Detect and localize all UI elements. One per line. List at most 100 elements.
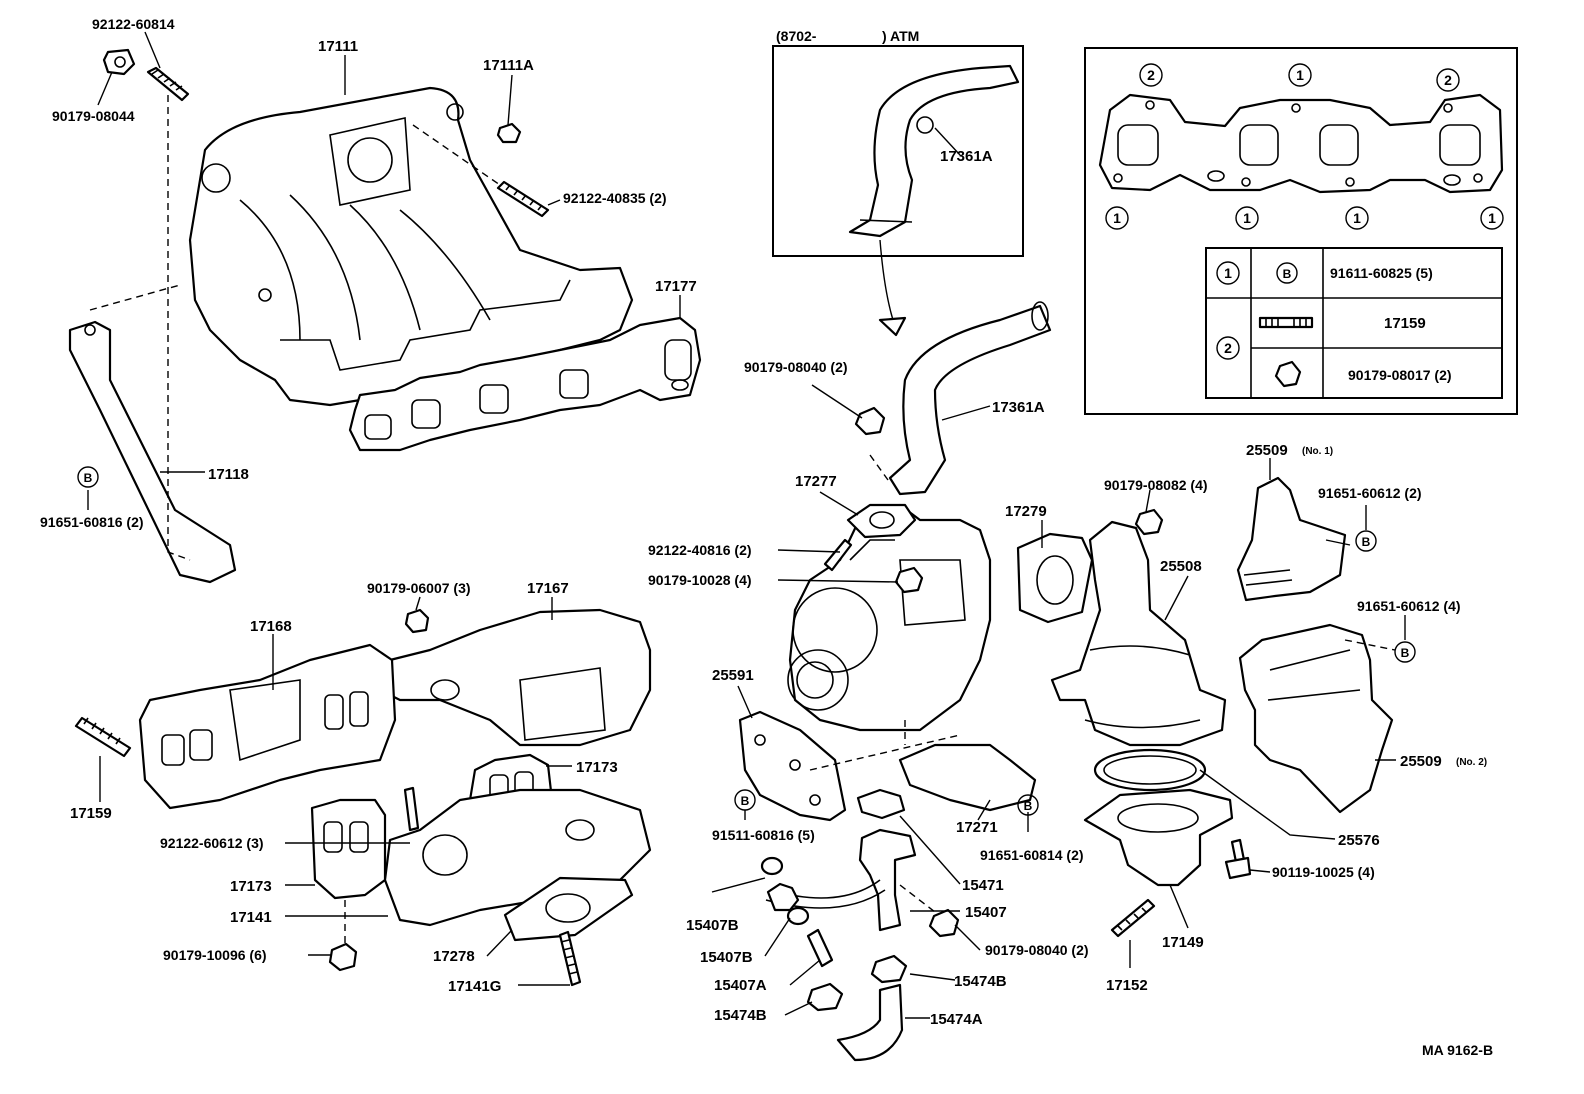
callout-25509-no2: 25509 [1400,753,1442,770]
nut-90179-08040-upper [854,406,886,436]
nut-90179-08040-lower [928,908,960,938]
turbocharger [787,503,992,732]
b-marker-icon [1276,262,1298,284]
heat-insulator-17167 [378,608,652,747]
nut-90179-10028 [894,566,924,594]
callout-90179-08044: 90179-08044 [52,108,135,124]
callout-25509-no1-note: (No. 1) [1302,446,1333,457]
heat-insulator-25509-no2 [1238,623,1394,814]
b-marker-icon [1394,641,1416,663]
bracket-25591 [738,710,847,822]
callout-92122-60612: 92122-60612 (3) [160,835,264,851]
gasket-ring-25576 [1093,748,1207,792]
oil-pipe-15407 [765,828,917,932]
marker-one-label: 1 [1353,210,1361,226]
b-marker-label: B [741,794,750,808]
stud-17152 [1110,898,1156,938]
gasket-inset-markers: ② 2 1 2 1 1 1 1 1 2 B 91611-60825 (5) 17… [1105,63,1504,383]
b-marker-icon [734,789,756,811]
marker-two-label: 2 [1444,72,1452,88]
gasket-15471 [856,788,906,820]
union-bolt-15407B [766,882,800,912]
atm-inset [772,45,1024,257]
table-part-90179-08017: 90179-08017 (2) [1348,367,1452,383]
callout-91651-60814: 91651-60814 (2) [980,847,1084,863]
callout-17173-lower: 17173 [230,878,272,895]
stud-17141G [558,930,582,987]
callout-90179-06007: 90179-06007 (3) [367,580,471,596]
front-pipe-17149 [1083,788,1234,887]
clamp-15474B-a [870,954,908,984]
hose-15474A [836,983,904,1062]
nut-17111A [496,122,522,144]
marker-two-label: 2 [1147,67,1155,83]
callout-91651-60612-upper: 91651-60612 (2) [1318,485,1422,501]
heat-insulator-25509-no1 [1236,476,1347,602]
exhaust-pipe-17279 [1016,532,1094,624]
gasket-15407B-b [786,906,810,926]
callout-92122-40816: 92122-40816 (2) [648,542,752,558]
callout-17159: 17159 [70,805,112,822]
callout-15407: 15407 [965,904,1007,921]
callout-17168: 17168 [250,618,292,635]
callout-92122-60814: 92122-60814 [92,16,175,32]
callout-91651-60612-lower: 91651-60612 (4) [1357,598,1461,614]
callout-25509-no1: 25509 [1246,442,1288,459]
down-arrow-icon [878,239,907,337]
nut-90179-08044 [102,48,136,76]
table-part-17159: 17159 [1384,315,1426,332]
callout-90179-08040-lower: 90179-08040 (2) [985,942,1089,958]
callout-17111: 17111 [318,38,358,55]
gasket-inset [1084,47,1518,415]
stud-92122-40816 [823,538,853,572]
marker-one-label: 1 [1296,67,1304,83]
callout-90179-08082: 90179-08082 (4) [1104,477,1208,493]
table-part-91611-60825: 91611-60825 (5) [1330,265,1433,281]
callout-25509-no2-note: (No. 2) [1456,757,1487,768]
bolt-15407A [806,928,834,968]
callout-25508: 25508 [1160,558,1202,575]
water-pipe-17361A [888,301,1052,496]
stud-92122-60612 [403,786,420,832]
callout-17149: 17149 [1162,934,1204,951]
callout-15474B-left: 15474B [714,1007,767,1024]
intake-manifold-17111 [188,86,634,407]
callout-17173-upper: 17173 [576,759,618,776]
callout-17277: 17277 [795,473,837,490]
callout-17361A: 17361A [992,399,1045,416]
table-b-symbol: B [1283,267,1292,281]
callout-17271: 17271 [956,819,998,836]
callout-25576: 25576 [1338,832,1380,849]
b-marker-icon [1017,794,1039,816]
callout-90179-08040-upper: 90179-08040 (2) [744,359,848,375]
manifold-stay-17118 [68,320,237,584]
stud-17159 [74,716,132,758]
callout-90179-10028: 90179-10028 (4) [648,572,752,588]
nut-icon [1274,360,1302,388]
callout-15471: 15471 [962,877,1004,894]
callout-15407B-upper: 15407B [686,917,739,934]
b-marker-label: B [84,471,93,485]
table-marker-two: 2 [1224,340,1232,356]
callout-25591: 25591 [712,667,754,684]
callout-17118: 17118 [208,466,249,483]
heat-insulator-17271 [898,743,1037,812]
callout-17279: 17279 [1005,503,1047,520]
drawing-code: MA 9162-B [1422,1042,1493,1058]
callout-17167: 17167 [527,580,569,597]
callout-17141: 17141 [230,909,272,926]
clamp-15474B-b [806,982,844,1012]
dashed-guides [89,95,1396,944]
stud-92122-40835 [496,180,550,218]
callout-17111A: 17111A [483,57,534,74]
callout-91651-60816: 91651-60816 (2) [40,514,144,530]
callout-90179-10096: 90179-10096 (6) [163,947,267,963]
nut-90179-10096 [328,942,358,972]
b-marker-label: B [1401,646,1410,660]
exhaust-gasket-17173-lower [310,798,387,900]
callout-15407A: 15407A [714,977,767,994]
gasket-17277 [846,503,917,539]
callout-17141G: 17141G [448,978,501,995]
table-marker-one: 1 [1224,265,1232,281]
